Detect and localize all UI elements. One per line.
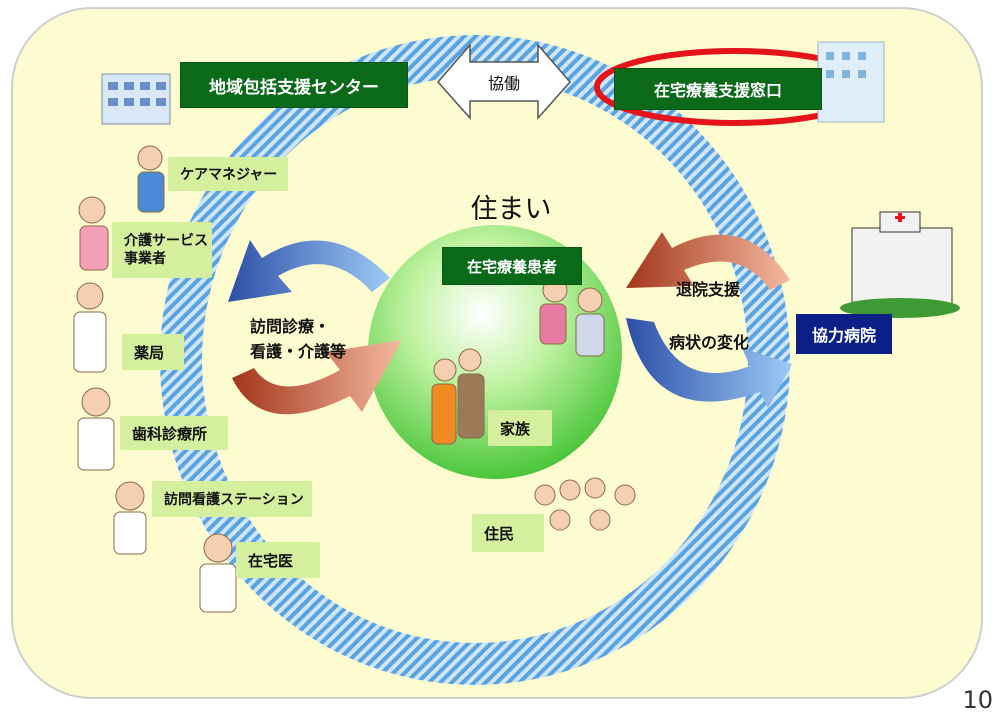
right-arrow-bottom bbox=[626, 318, 792, 408]
caremanager-label: ケアマネジャー bbox=[168, 157, 288, 191]
sumai-title: 住まい bbox=[470, 193, 552, 225]
byojo-label: 病状の変化 bbox=[668, 333, 749, 352]
madoguchi-label: 在宅療養支援窓口 bbox=[614, 68, 822, 110]
person-icons bbox=[73, 145, 636, 613]
kyoryoku-hospital-label: 協力病院 bbox=[796, 314, 892, 354]
jumin-label: 住民 bbox=[472, 514, 544, 552]
page-number: 10 bbox=[962, 686, 993, 714]
chiiki-building-icon bbox=[101, 73, 171, 125]
shika-label: 歯科診療所 bbox=[120, 416, 228, 450]
houmon-shinryo-label: 訪問診療・ 看護・介護等 bbox=[250, 317, 347, 361]
kyodo-double-arrow bbox=[437, 42, 571, 120]
hospital-building-icon bbox=[840, 211, 960, 318]
houmon-kango-label: 訪問看護ステーション bbox=[152, 481, 312, 517]
zaitakui-label: 在宅医 bbox=[236, 542, 320, 578]
kazoku-label: 家族 bbox=[488, 410, 552, 446]
taiin-label: 退院支援 bbox=[675, 280, 740, 299]
kanja-label: 在宅療養患者 bbox=[442, 247, 582, 285]
left-arrow-top bbox=[228, 240, 390, 302]
kyodo-label: 協働 bbox=[487, 74, 520, 93]
kaigo-label: 介護サービス 事業者 bbox=[112, 222, 212, 278]
yakkyoku-label: 薬局 bbox=[122, 334, 184, 370]
chiiki-center-label: 地域包括支援センター bbox=[180, 62, 408, 108]
right-arrow-top bbox=[626, 232, 790, 290]
madoguchi-building-icon bbox=[817, 41, 885, 123]
left-arrow-bottom bbox=[232, 340, 402, 415]
